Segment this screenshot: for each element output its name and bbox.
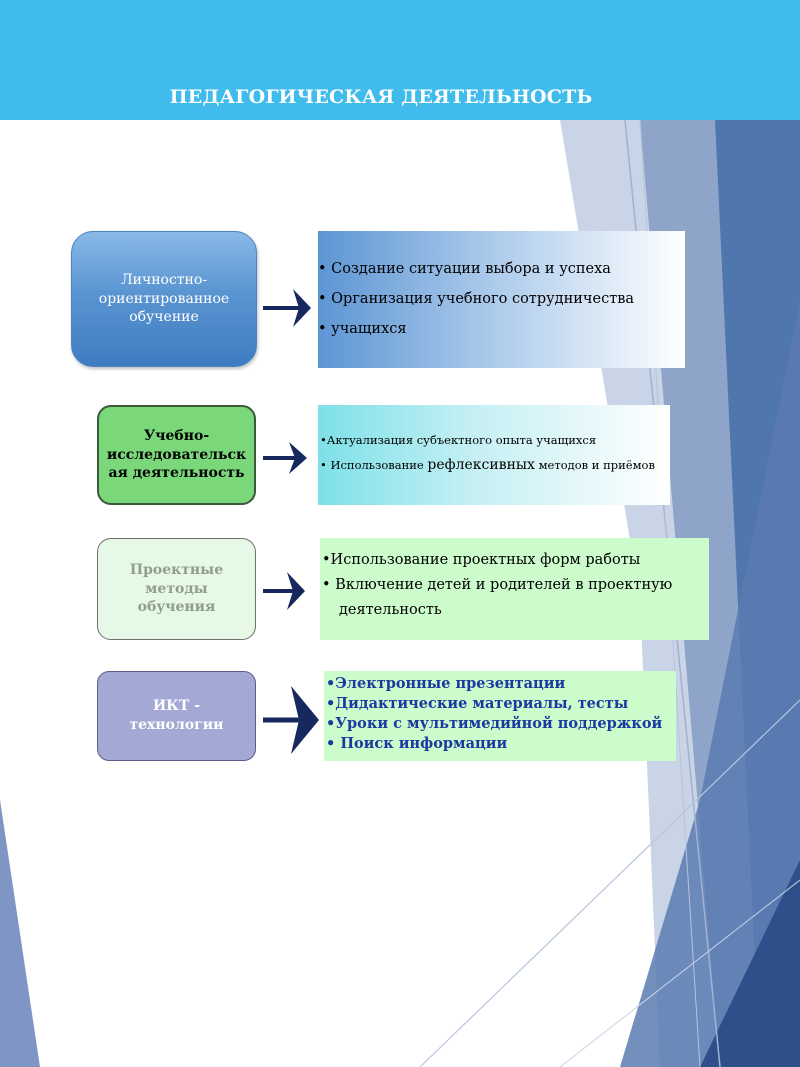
detail-item: • учащихся [318, 321, 407, 337]
decor-line-3 [419, 699, 800, 1067]
category-label-line: технологии [129, 717, 224, 733]
detail-item: •Уроки с мультимедийной поддержкой [326, 715, 663, 732]
arrow-right-icon [263, 442, 307, 474]
category-box-personal-oriented: Личностно- ориентированное обучение [71, 231, 257, 367]
detail-text: • Использование [320, 458, 428, 472]
category-label-line: ИКТ - [152, 698, 201, 715]
category-label-line: Личностно- [120, 271, 208, 288]
category-label-line: Проектные [129, 561, 224, 578]
details-panel-ict: •Электронные презентации •Дидактические … [324, 671, 676, 761]
decor-shape-left [0, 800, 40, 1067]
category-label-line: Учебно- [143, 427, 210, 444]
detail-item: •Актуализация субъектного опыта учащихся [320, 433, 597, 447]
detail-item: • Создание ситуации выбора и успеха [318, 261, 611, 277]
page-title: ПЕДАГОГИЧЕСКАЯ ДЕЯТЕЛЬНОСТЬ [169, 86, 593, 108]
category-label-line: ая деятельность [108, 465, 245, 482]
detail-emphasis: рефлексивных [427, 457, 535, 473]
arrow-right-icon [263, 572, 305, 610]
decor-line-4 [559, 879, 800, 1067]
category-label-line: исследовательск [106, 446, 247, 463]
detail-item: деятельность [339, 602, 442, 618]
decor-shape-lower [620, 300, 800, 1067]
category-label-line: методы [145, 580, 208, 597]
category-box-ict: ИКТ - технологии [97, 671, 256, 761]
detail-item: • Организация учебного сотрудничества [318, 291, 635, 307]
detail-item: • Включение детей и родителей в проектну… [322, 577, 673, 593]
detail-item: •Дидактические материалы, тесты [326, 695, 629, 712]
decor-shape-dark [700, 860, 800, 1067]
header-band [0, 0, 800, 120]
details-panel-personal-oriented: • Создание ситуации выбора и успеха • Ор… [318, 231, 685, 368]
category-box-project: Проектные методы обучения [97, 538, 256, 640]
arrow-right-icon [263, 289, 311, 327]
details-panel-project: •Использование проектных форм работы • В… [320, 538, 709, 640]
category-label-line: ориентированное [98, 290, 230, 307]
detail-item-reflexive: • Использование рефлексивных методов и п… [320, 457, 670, 473]
category-label-line: обучение [129, 309, 199, 326]
details-panel-research: •Актуализация субъектного опыта учащихся… [318, 405, 670, 505]
detail-item: •Электронные презентации [326, 675, 566, 692]
detail-item: •Использование проектных форм работы [322, 552, 641, 568]
category-label-line: обучения [137, 599, 216, 616]
category-box-research: Учебно- исследовательск ая деятельность [97, 405, 256, 505]
arrow-right-icon [263, 686, 319, 754]
detail-item: • Поиск информации [326, 735, 508, 752]
detail-text: методов и приёмов [534, 458, 655, 472]
